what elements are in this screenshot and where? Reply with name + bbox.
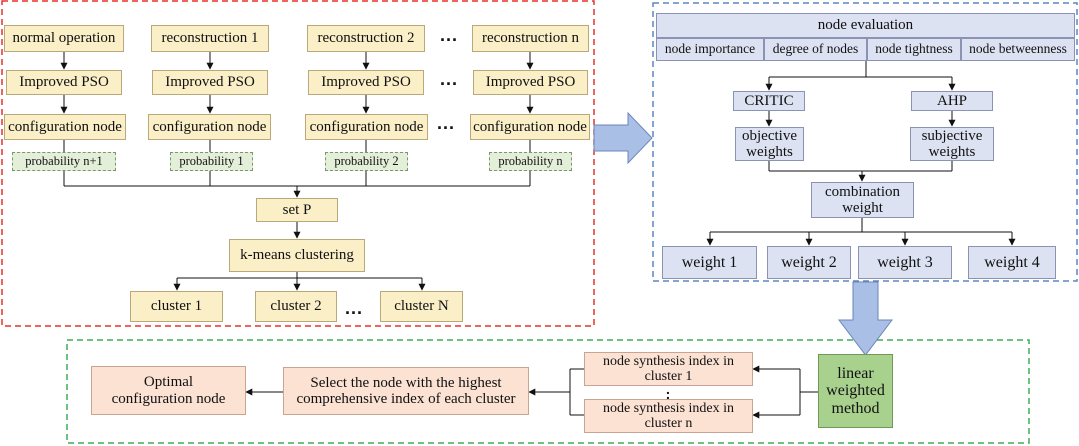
objective-weights-box: objective weights — [735, 127, 804, 161]
set-p-box: set P — [256, 198, 338, 222]
synthesis-1-line-2: cluster 1 — [644, 369, 693, 384]
objective-weights-line-2: weights — [746, 144, 793, 160]
probability-1: probability 1 — [170, 152, 253, 171]
pso-box-col3: Improved PSO — [308, 70, 424, 95]
synthesis-index-cluster-n: node synthesis index in cluster n — [584, 399, 753, 433]
cluster-1-box: cluster 1 — [130, 291, 223, 322]
weight-2-box: weight 2 — [767, 246, 851, 279]
ellipsis-config: ... — [437, 113, 456, 133]
input-reconstruction-1: reconstruction 1 — [151, 25, 269, 52]
input-reconstruction-n: reconstruction n — [472, 25, 589, 52]
right-block-arrow — [593, 111, 653, 165]
combination-weight-line-1: combination — [825, 183, 900, 200]
ellipsis-clusters: ... — [345, 298, 364, 318]
indicator-degree-of-nodes: degree of nodes — [764, 38, 867, 61]
synthesis-index-cluster-1: node synthesis index in cluster 1 — [584, 352, 753, 386]
bottom-panel-frame — [66, 339, 1030, 444]
select-highest-index-box: Select the node with the highest compreh… — [283, 367, 529, 415]
synthesis-1-line-1: node synthesis index in — [602, 353, 735, 369]
subjective-weights-line-2: weights — [928, 144, 976, 160]
combination-weight-line-2: weight — [842, 200, 883, 216]
indicator-node-tightness: node tightness — [867, 38, 961, 61]
subjective-weights-box: subjective weights — [910, 127, 994, 161]
optimal-line-2: configuration node — [111, 390, 226, 407]
linear-line-3: method — [831, 399, 880, 417]
config-node-col4: configuration node — [470, 114, 590, 140]
optimal-line-1: Optimal — [143, 374, 194, 390]
probability-n-plus-1: probability n+1 — [12, 152, 116, 171]
probability-2: probability 2 — [325, 152, 408, 171]
synthesis-n-line-2: cluster n — [644, 416, 693, 431]
ellipsis-pso: ... — [440, 69, 459, 89]
right-panel-frame — [652, 2, 1078, 282]
linear-line-1: linear — [837, 364, 874, 382]
input-normal-operation: normal operation — [4, 25, 124, 52]
config-node-col3: configuration node — [305, 114, 428, 140]
select-line-2: comprehensive index of each cluster — [296, 391, 516, 407]
pso-box-col1: Improved PSO — [6, 70, 122, 95]
pso-box-col4: Improved PSO — [473, 70, 588, 95]
linear-weighted-method-box: linear weighted method — [818, 354, 893, 428]
ellipsis-inputs: ... — [440, 25, 459, 45]
config-node-col1: configuration node — [4, 114, 126, 140]
node-evaluation-header: node evaluation — [656, 13, 1075, 38]
probability-n: probability n — [489, 152, 572, 171]
cluster-2-box: cluster 2 — [255, 291, 337, 322]
critic-box: CRITIC — [733, 91, 805, 111]
kmeans-box: k-means clustering — [229, 239, 365, 272]
ahp-box: AHP — [911, 91, 993, 111]
pso-box-col2: Improved PSO — [152, 70, 268, 95]
linear-line-2: weighted — [826, 382, 885, 400]
down-block-arrow — [837, 281, 894, 356]
combination-weight-box: combination weight — [811, 182, 914, 218]
synthesis-n-line-1: node synthesis index in — [602, 400, 735, 416]
weight-4-box: weight 4 — [968, 246, 1056, 279]
weight-1-box: weight 1 — [662, 246, 757, 279]
indicator-node-betweenness: node betweenness — [961, 38, 1075, 61]
objective-weights-line-1: objective — [742, 127, 797, 144]
select-line-1: Select the node with the highest — [310, 374, 502, 391]
optimal-configuration-node-box: Optimal configuration node — [91, 366, 246, 415]
input-reconstruction-2: reconstruction 2 — [307, 25, 425, 52]
weight-3-box: weight 3 — [858, 246, 952, 279]
indicator-node-importance: node importance — [656, 38, 764, 61]
left-panel-frame — [1, 0, 595, 327]
cluster-n-box: cluster N — [380, 291, 463, 322]
subjective-weights-line-1: subjective — [921, 127, 983, 144]
config-node-col2: configuration node — [148, 114, 271, 140]
